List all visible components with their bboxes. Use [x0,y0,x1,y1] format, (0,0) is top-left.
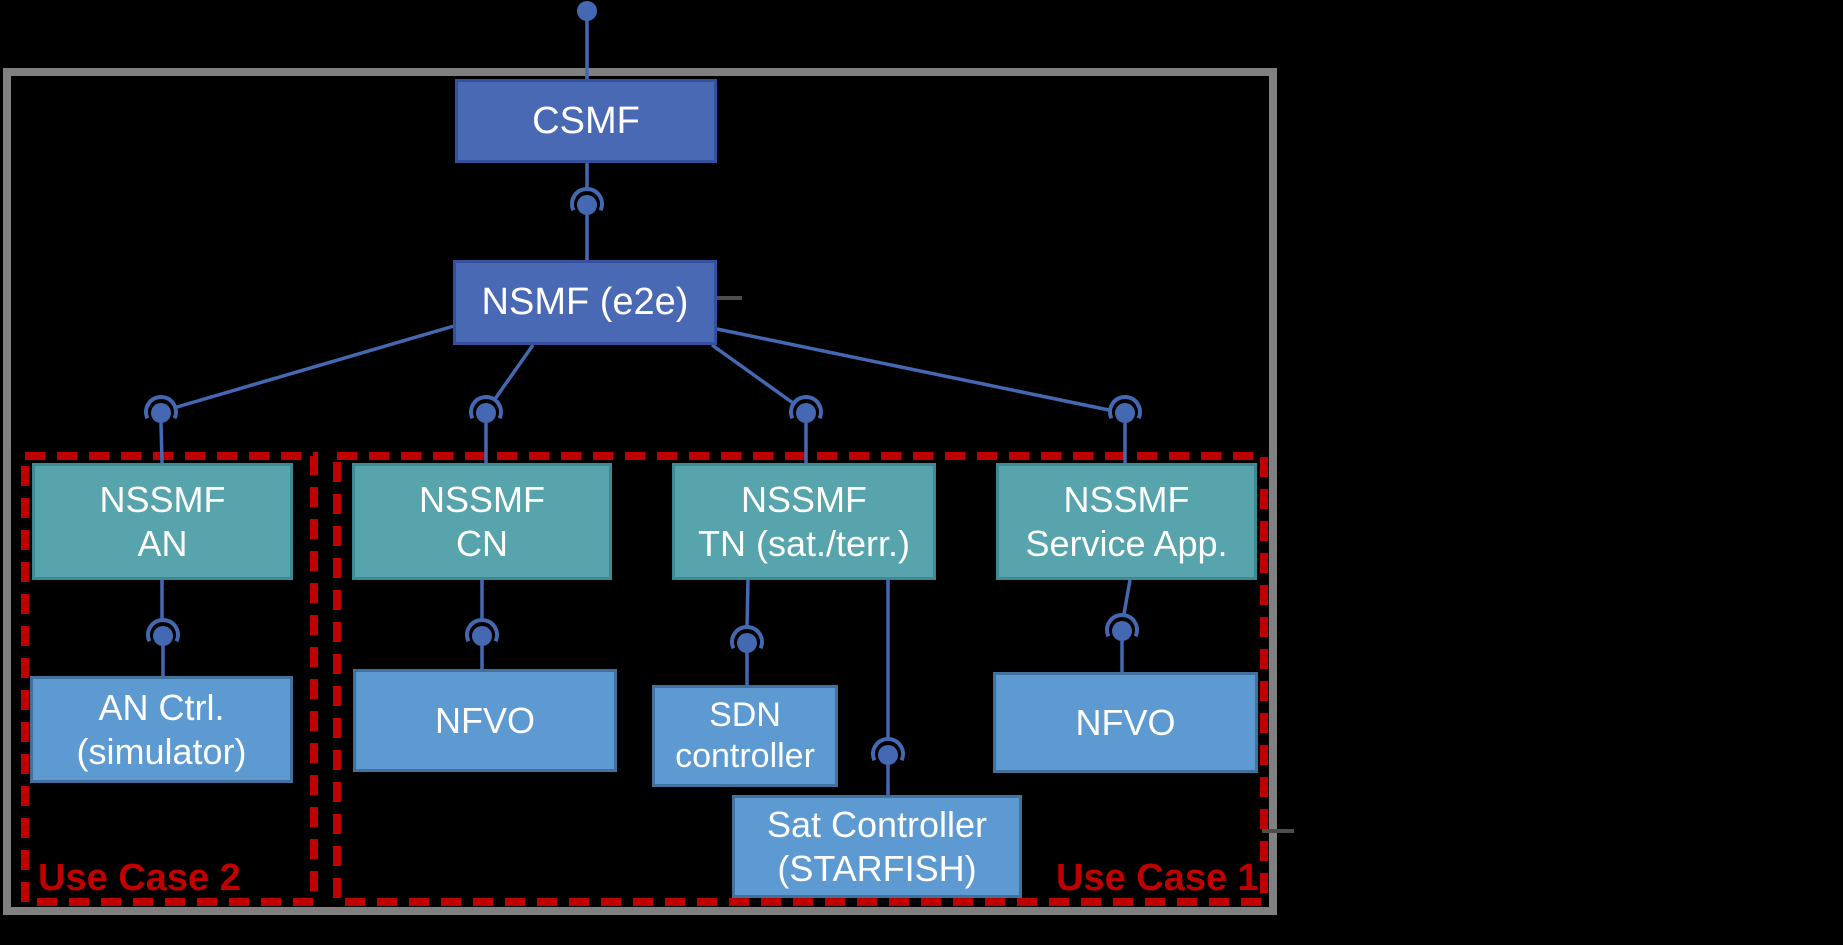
interface-connector-icon [789,395,823,423]
interface-connector-icon [1105,613,1139,641]
node-sat-controller-starfish: Sat Controller (STARFISH) [732,795,1022,898]
node-nfvo-left: NFVO [353,669,617,772]
node-nssmf-tn: NSSMF TN (sat./terr.) [672,463,936,580]
use-case-2-zone [21,452,318,906]
node-nssmf-cn: NSSMF CN [352,463,612,580]
node-an-ctrl-simulator: AN Ctrl. (simulator) [30,676,293,783]
connector-lines [159,20,1132,795]
node-sdn-controller: SDN controller [652,685,838,787]
interface-connector-icon [144,395,178,423]
interface-connector-icon [146,618,180,646]
node-csmf: CSMF [455,79,717,163]
top-anchor-ball-icon [577,1,597,21]
outer-frame [3,68,1277,915]
node-nssmf-service-app: NSSMF Service App. [996,463,1257,580]
interface-connector-icon [469,395,503,423]
use-case-1-zone [333,452,1268,906]
interface-connector-icon [1108,395,1142,423]
interface-connector-icon [871,737,905,765]
interface-connector-icon [570,187,604,215]
interface-connector-icons [144,187,1142,765]
interface-connector-icon [730,625,764,653]
node-nfvo-right: NFVO [993,672,1258,773]
use-case-2-label: Use Case 2 [38,857,241,899]
node-nsmf: NSMF (e2e) [453,260,717,345]
use-case-1-label: Use Case 1 [1056,857,1259,899]
interface-connector-icon [465,618,499,646]
node-nssmf-an: NSSMF AN [32,463,293,580]
